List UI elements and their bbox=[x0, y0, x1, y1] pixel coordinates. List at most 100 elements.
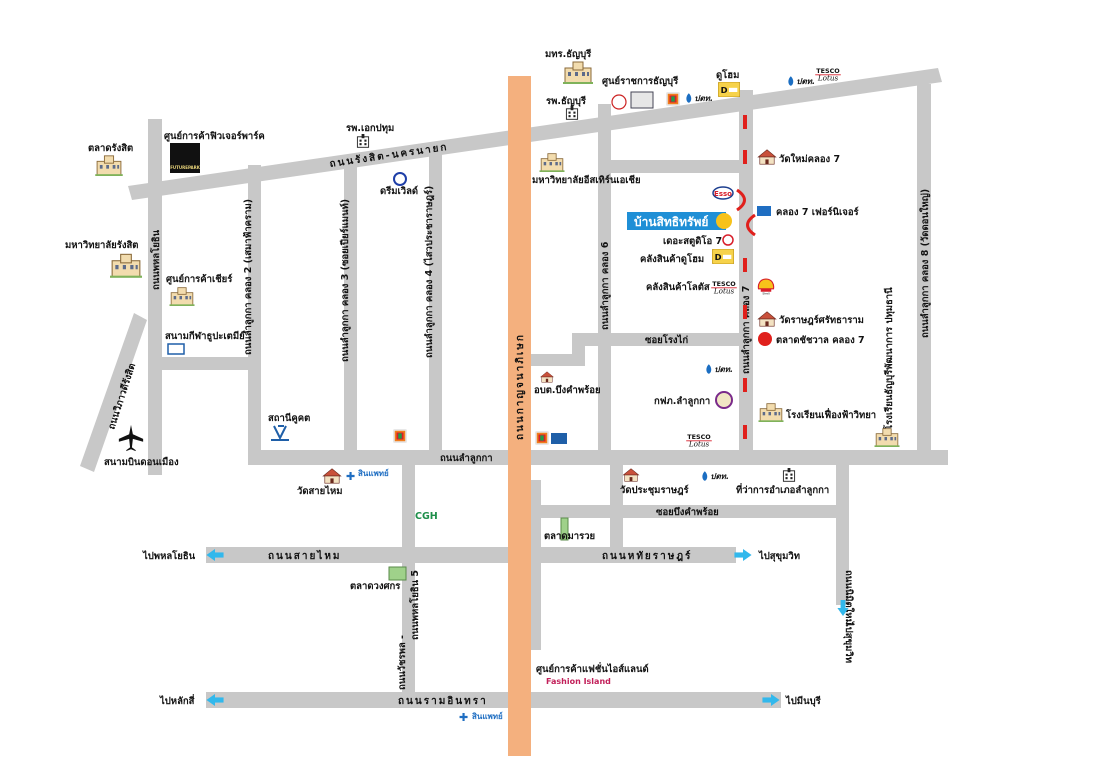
shell-icon bbox=[757, 278, 775, 295]
route-dash bbox=[743, 258, 747, 272]
label-klong6: ถนนลำลูกกา คลอง 6 bbox=[600, 241, 612, 330]
tesco-lotus-icon bbox=[814, 66, 842, 82]
place-klong7-furniture: คลอง 7 เฟอร์นิเจอร์ bbox=[776, 206, 860, 218]
road-east-v-mid bbox=[610, 518, 623, 548]
ptt-icon bbox=[686, 93, 713, 104]
mall-icon bbox=[169, 287, 195, 306]
temple-icon bbox=[757, 311, 777, 327]
label-sai-mai: ถนนสายไหม bbox=[268, 549, 342, 562]
place-dohome-top: ดูโฮม bbox=[716, 69, 739, 82]
road-kanchanaphisek bbox=[508, 76, 531, 756]
place-wat-prachum: วัดประชุมราษฎร์ bbox=[620, 484, 690, 496]
road-rangsit-nakhonnayok bbox=[128, 68, 942, 200]
university-icon bbox=[562, 61, 594, 84]
temple-icon bbox=[540, 371, 554, 383]
road-soi-rongkai-h2 bbox=[530, 354, 585, 366]
samitivej-label: ✚ bbox=[0, 0, 8, 3]
label-soi-bueng: ซอยบึงคำพร้อย bbox=[656, 506, 719, 518]
seven-eleven-icon bbox=[535, 431, 549, 445]
label-lamlukka: ถนนลำลูกกา bbox=[440, 453, 493, 465]
road-klong2 bbox=[248, 165, 261, 465]
market-icon bbox=[388, 566, 407, 581]
place-don-mueang: สนามบินดอนเมือง bbox=[104, 456, 179, 468]
hospital-cross-icon: ✚ bbox=[346, 470, 355, 483]
road-vibhavadi bbox=[80, 313, 147, 472]
fashion-island-logo: Fashion Island bbox=[546, 677, 611, 686]
route-dash bbox=[743, 150, 747, 164]
furniture-icon bbox=[757, 206, 771, 216]
road-upper-link bbox=[611, 160, 739, 173]
tesco-lotus-icon bbox=[685, 432, 713, 448]
esso-logo-text: Esso bbox=[714, 190, 732, 198]
place-dohome-warehouse: คลังสินค้าดูโฮม bbox=[640, 253, 704, 266]
seven-eleven-icon bbox=[666, 92, 680, 106]
ptt-icon bbox=[702, 471, 729, 482]
road-nimitmai bbox=[836, 465, 849, 605]
dream-world-icon bbox=[393, 172, 407, 186]
route-dash bbox=[743, 425, 747, 439]
place-cgh: CGH bbox=[415, 511, 438, 522]
district-office-icon bbox=[782, 468, 796, 482]
place-fire-dept: กฟภ.ลำลูกกา bbox=[654, 395, 710, 408]
place-thanyaburi-office: ศูนย์ราชการธัญบุรี bbox=[602, 75, 679, 88]
route-curve bbox=[746, 213, 756, 237]
label-school-road: โรงเรียนธัญบุรีพัฒนาการ ปทุมธานี bbox=[883, 287, 895, 431]
landmarks-north: รพ.เอกปทุม ดรีมเวิลด์ มทร.ธัญบุรี รพ.ธัญ… bbox=[346, 48, 842, 197]
place-talad-marui: ตลาดมารวย bbox=[544, 531, 595, 542]
place-future-park: ศูนย์การค้าฟิวเจอร์พาร์ค bbox=[164, 130, 265, 143]
route-dash bbox=[743, 305, 747, 319]
road-sai-mai-hathai bbox=[206, 547, 736, 563]
place-wat-sai-mai: วัดสายไหม bbox=[297, 485, 343, 497]
destination-label: บ้านสิทธิทรัพย์ bbox=[634, 215, 708, 229]
seven-eleven-icon bbox=[393, 429, 407, 443]
label-klong7: ถนนลำลูกกา คลอง 7 bbox=[741, 286, 753, 374]
place-eastern-asia-uni: มหาวิทยาลัยอีสเทิร์นเอเชีย bbox=[532, 174, 641, 186]
direction-arrows: ไปพหลโยธิน ไปสุขุมวิท ไปสุขุมวิท ไปหลักส… bbox=[142, 549, 855, 707]
place-obt: อบต.บึงคำพร้อย bbox=[534, 384, 601, 396]
place-wat-mai-klong7: วัดใหม่คลอง 7 bbox=[779, 153, 840, 165]
label-soi-rongkai: ซอยโรงไก่ bbox=[645, 334, 688, 346]
dir-to-minburi: ไปมีนบุรี bbox=[785, 695, 822, 707]
place-rmutt: มทร.ธัญบุรี bbox=[545, 48, 592, 60]
studio7-icon bbox=[722, 234, 734, 246]
route-markers bbox=[736, 115, 756, 439]
place-samitivej: สินแพทย์ bbox=[358, 468, 389, 478]
future-park-logo bbox=[170, 143, 200, 173]
road-klong4 bbox=[429, 146, 442, 450]
place-bts-station: สถานีคูคต bbox=[268, 412, 310, 425]
university-icon bbox=[539, 153, 565, 172]
tesco-lotus-icon bbox=[710, 279, 738, 295]
dir-to-phahonyothin: ไปพหลโยธิน bbox=[142, 550, 196, 562]
road-phahonyothin5 bbox=[402, 465, 415, 702]
airplane-icon bbox=[118, 424, 144, 452]
place-district-office: ที่ว่าการอำเภอลำลูกกา bbox=[736, 482, 829, 497]
destination-marker-icon bbox=[716, 213, 732, 229]
school-icon bbox=[758, 403, 784, 422]
hospital-cross-icon: ✚ bbox=[459, 711, 468, 724]
place-thanyaburi-hospital: รพ.ธัญบุรี bbox=[546, 95, 587, 107]
label-klong3: ถนนลำลูกกา คลอง 3 (ซอยเปียร์แมนท์) bbox=[339, 199, 352, 362]
place-wat-rat: วัดราษฎร์ศรัทธาราม bbox=[779, 314, 864, 326]
temple-icon bbox=[622, 468, 640, 482]
temple-icon bbox=[322, 468, 342, 484]
place-rangsit-uni: มหาวิทยาลัยรังสิต bbox=[65, 240, 138, 251]
road-connector-west bbox=[162, 357, 260, 370]
place-fashion-island: ศูนย์การค้าแฟชั่นไอส์แลนด์ bbox=[536, 661, 649, 676]
label-klong4: ถนนลำลูกกา คลอง 4 (ไสวประชาราษฎร์) bbox=[423, 186, 436, 358]
place-the-studio7: เดอะสตูดิโอ 7 bbox=[663, 235, 722, 248]
route-curve bbox=[736, 188, 746, 212]
place-stadium: สนามกีฬาธูปะเตมีย์ bbox=[165, 330, 245, 343]
bank-icon bbox=[551, 433, 567, 444]
road-wat-prachum-v bbox=[610, 465, 623, 505]
dir-to-laksi: ไปหลักสี่ bbox=[159, 693, 195, 707]
esso-icon bbox=[712, 186, 734, 200]
hospital-icon bbox=[356, 134, 370, 148]
landmarks-west: ตลาดรังสิต ศูนย์การค้าฟิวเจอร์พาร์ค FUTU… bbox=[65, 130, 265, 468]
place-lotus-warehouse: คลังสินค้าโลตัส bbox=[646, 281, 710, 293]
market-icon bbox=[560, 517, 569, 541]
label-klong8: ถนนลำลูกกา คลอง 8 (วัดดอนใหญ่) bbox=[919, 189, 932, 338]
university-icon bbox=[110, 253, 142, 278]
government-office-icon bbox=[630, 91, 654, 109]
road-klong6 bbox=[598, 104, 611, 450]
